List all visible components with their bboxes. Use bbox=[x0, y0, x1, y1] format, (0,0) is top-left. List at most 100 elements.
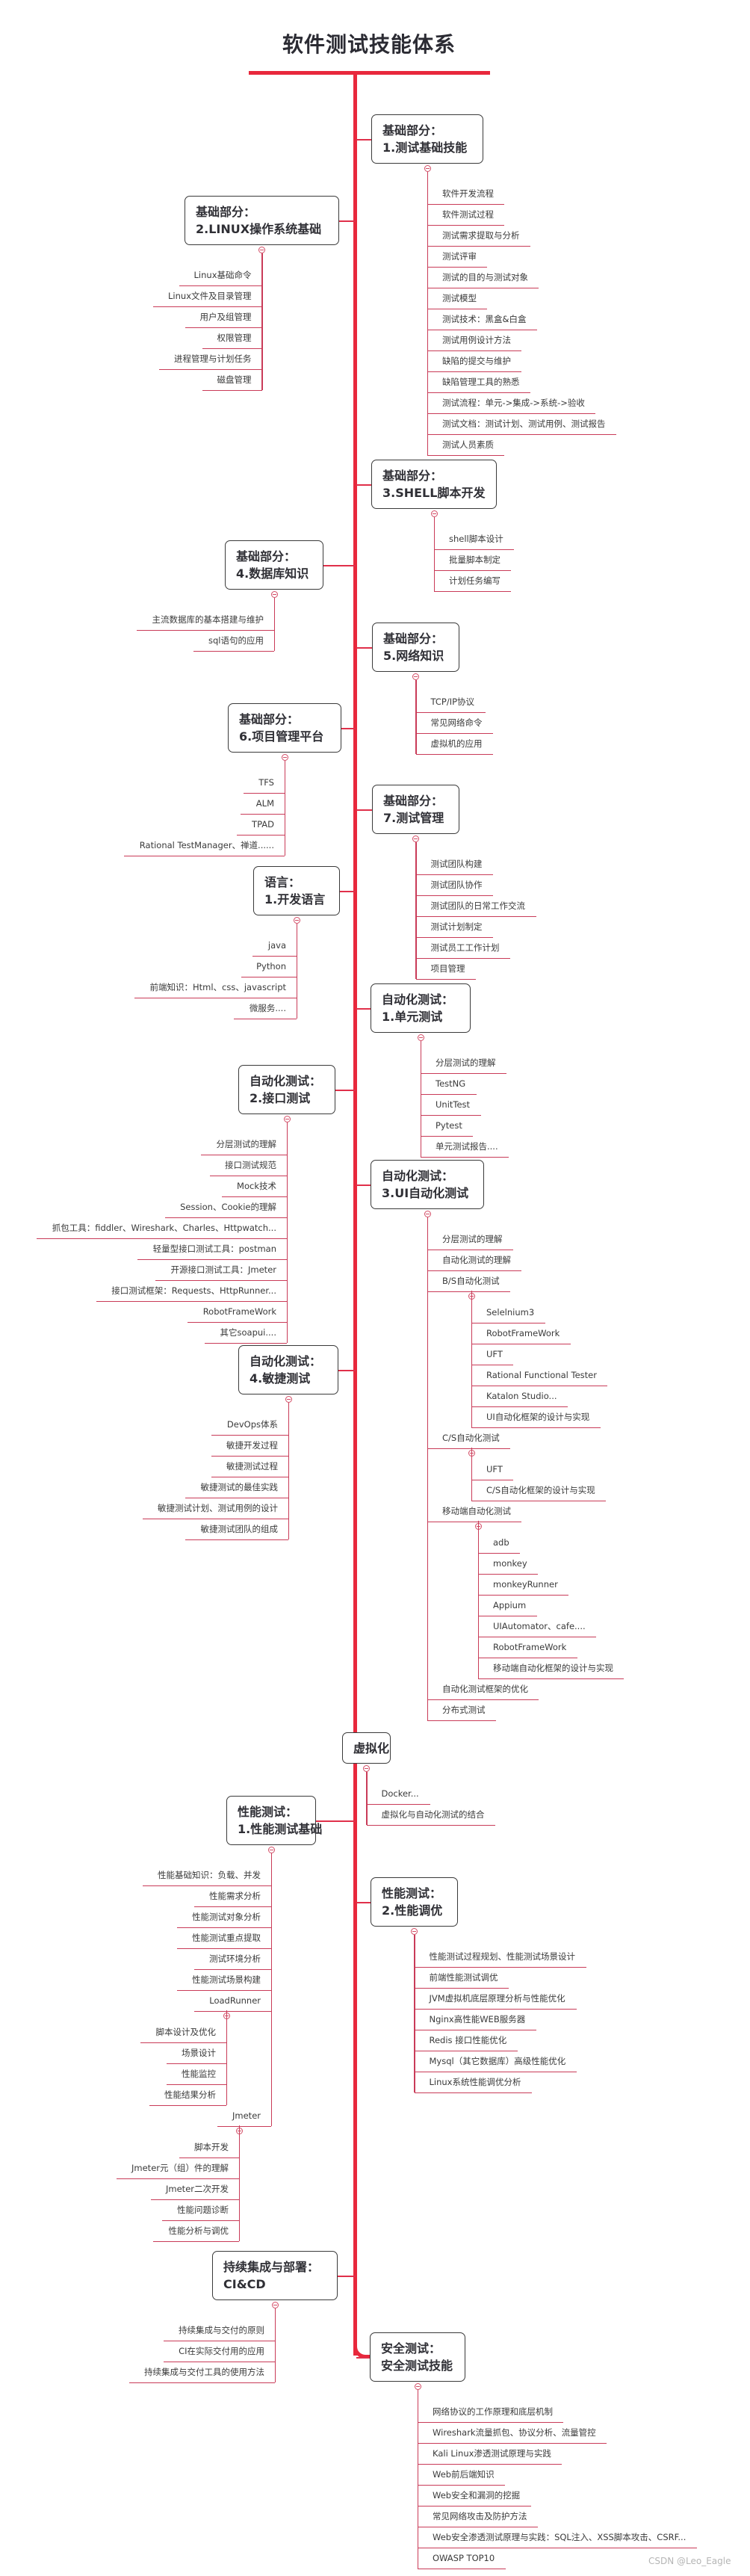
sub-list-item[interactable]: monkeyRunner bbox=[478, 1575, 568, 1596]
list-item[interactable]: Jmeter bbox=[217, 2106, 271, 2127]
topic-t10[interactable]: 自动化测试：2.接口测试 bbox=[238, 1065, 335, 1114]
list-item[interactable]: Session、Cookie的理解 bbox=[165, 1197, 287, 1218]
list-item[interactable]: 常见网络命令 bbox=[415, 713, 493, 734]
sub-list-item[interactable]: 性能结果分析 bbox=[149, 2085, 226, 2106]
list-item[interactable]: Web安全和漏洞的挖掘 bbox=[418, 2486, 531, 2506]
collapse-toggle-icon[interactable] bbox=[363, 1765, 370, 1772]
topic-t12[interactable]: 自动化测试：4.敏捷测试 bbox=[238, 1345, 338, 1394]
list-item[interactable]: 自动化测试的理解 bbox=[427, 1250, 521, 1271]
list-item[interactable]: 敏捷测试的最佳实践 bbox=[185, 1477, 288, 1498]
list-item[interactable]: TPAD bbox=[237, 815, 285, 835]
list-item[interactable]: 自动化测试框架的优化 bbox=[427, 1679, 539, 1700]
list-item[interactable]: 缺陷管理工具的熟悉 bbox=[427, 372, 530, 393]
collapse-toggle-icon[interactable] bbox=[283, 1116, 291, 1122]
list-item[interactable]: 软件开发流程 bbox=[427, 184, 504, 205]
topic-t7[interactable]: 基础部分：7.测试管理 bbox=[372, 785, 459, 834]
list-item[interactable]: 敏捷开发过程 bbox=[211, 1436, 288, 1457]
topic-t16[interactable]: 持续集成与部署：CI&CD bbox=[212, 2251, 338, 2300]
sub-list-item[interactable]: Katalon Studio... bbox=[471, 1386, 568, 1407]
topic-t17[interactable]: 安全测试：安全测试技能 bbox=[370, 2332, 465, 2382]
list-item[interactable]: LoadRunner bbox=[194, 1991, 271, 2012]
collapse-toggle-icon[interactable] bbox=[285, 1396, 292, 1403]
list-item[interactable]: 缺陷的提交与维护 bbox=[427, 351, 521, 372]
list-item[interactable]: 接口测试框架：Requests、HttpRunner... bbox=[96, 1281, 287, 1302]
collapse-toggle-icon[interactable] bbox=[271, 2302, 279, 2308]
list-item[interactable]: 移动端自动化测试 bbox=[427, 1501, 521, 1522]
list-item[interactable]: 测试文档：测试计划、测试用例、测试报告 bbox=[427, 414, 616, 435]
list-item[interactable]: 用户及组管理 bbox=[185, 307, 262, 328]
topic-t6[interactable]: 基础部分：6.项目管理平台 bbox=[228, 703, 341, 753]
list-item[interactable]: 主流数据库的基本搭建与维护 bbox=[137, 610, 274, 631]
sub-list-item[interactable]: C/S自动化框架的设计与实现 bbox=[471, 1480, 606, 1501]
list-item[interactable]: 接口测试规范 bbox=[210, 1155, 287, 1176]
collapse-toggle-icon[interactable] bbox=[258, 247, 265, 253]
collapse-toggle-icon[interactable] bbox=[281, 754, 288, 761]
list-item[interactable]: TFS bbox=[244, 773, 285, 794]
list-item[interactable]: B/S自动化测试 bbox=[427, 1271, 510, 1292]
list-item[interactable]: 单元测试报告.... bbox=[421, 1137, 509, 1158]
list-item[interactable]: 测试需求提取与分析 bbox=[427, 226, 530, 247]
list-item[interactable]: 其它soapui.... bbox=[205, 1323, 287, 1344]
list-item[interactable]: ALM bbox=[241, 794, 285, 815]
list-item[interactable]: CI在实际交付用的应用 bbox=[164, 2341, 275, 2362]
list-item[interactable]: 性能需求分析 bbox=[194, 1886, 271, 1907]
list-item[interactable]: 微服务.... bbox=[234, 998, 297, 1019]
sub-list-item[interactable]: Jmeter元（组）件的理解 bbox=[117, 2158, 239, 2179]
topic-t15[interactable]: 性能测试：2.性能调优 bbox=[371, 1877, 458, 1927]
list-item[interactable]: OWASP TOP10 bbox=[418, 2548, 506, 2569]
sub-list-item[interactable]: 性能分析与调优 bbox=[153, 2221, 239, 2242]
sub-list-item[interactable]: monkey bbox=[478, 1554, 538, 1575]
sub-list-item[interactable]: RobotFrameWork bbox=[478, 1637, 577, 1658]
list-item[interactable]: Pytest bbox=[421, 1116, 473, 1137]
list-item[interactable]: 测试员工工作计划 bbox=[415, 938, 510, 959]
list-item[interactable]: 测试模型 bbox=[427, 288, 487, 309]
topic-t4[interactable]: 基础部分：4.数据库知识 bbox=[225, 540, 323, 590]
sub-list-item[interactable]: 脚本开发 bbox=[179, 2137, 239, 2158]
list-item[interactable]: 性能基础知识：负载、并发 bbox=[143, 1865, 271, 1886]
list-item[interactable]: 网络协议的工作原理和底层机制 bbox=[418, 2402, 563, 2423]
topic-t1[interactable]: 基础部分：1.测试基础技能 bbox=[371, 114, 483, 164]
sub-list-item[interactable]: 脚本设计及优化 bbox=[140, 2022, 226, 2043]
topic-t5[interactable]: 基础部分：5.网络知识 bbox=[372, 623, 459, 672]
list-item[interactable]: 分布式测试 bbox=[427, 1700, 496, 1721]
list-item[interactable]: 分层测试的理解 bbox=[421, 1053, 506, 1074]
list-item[interactable]: Wireshark流量抓包、协议分析、流量管控 bbox=[418, 2423, 607, 2444]
collapse-toggle-icon[interactable] bbox=[424, 165, 431, 172]
collapse-toggle-icon[interactable] bbox=[430, 510, 438, 517]
list-item[interactable]: Linux系统性能调优分析 bbox=[414, 2072, 532, 2093]
list-item[interactable]: Web前后端知识 bbox=[418, 2465, 505, 2486]
list-item[interactable]: 测试团队构建 bbox=[415, 854, 493, 875]
sub-list-item[interactable]: Rational Functional Tester bbox=[471, 1365, 607, 1386]
list-item[interactable]: java bbox=[252, 936, 297, 957]
list-item[interactable]: Linux文件及目录管理 bbox=[152, 286, 262, 307]
list-item[interactable]: 前端性能测试调优 bbox=[414, 1968, 509, 1989]
list-item[interactable]: 测试的目的与测试对象 bbox=[427, 268, 539, 288]
list-item[interactable]: Kali Linux渗透测试原理与实践 bbox=[418, 2444, 562, 2465]
topic-t9[interactable]: 自动化测试：1.单元测试 bbox=[371, 983, 471, 1033]
collapse-toggle-icon[interactable] bbox=[293, 917, 300, 924]
list-item[interactable]: 前端知识：Html、css、javascript bbox=[134, 977, 297, 998]
list-item[interactable]: 敏捷测试过程 bbox=[211, 1457, 288, 1477]
sub-list-item[interactable]: 性能问题诊断 bbox=[162, 2200, 239, 2221]
topic-t13[interactable]: 虚拟化 bbox=[342, 1732, 391, 1764]
topic-t11[interactable]: 自动化测试：3.UI自动化测试 bbox=[371, 1160, 484, 1209]
list-item[interactable]: 开源接口测试工具：Jmeter bbox=[155, 1260, 287, 1281]
list-item[interactable]: 轻量型接口测试工具：postman bbox=[137, 1239, 287, 1260]
list-item[interactable]: 软件测试过程 bbox=[427, 205, 504, 226]
list-item[interactable]: 性能测试过程规划、性能测试场景设计 bbox=[414, 1947, 586, 1968]
list-item[interactable]: TCP/IP协议 bbox=[415, 692, 486, 713]
list-item[interactable]: Mysql（其它数据库）高级性能优化 bbox=[414, 2051, 577, 2072]
list-item[interactable]: 权限管理 bbox=[202, 328, 262, 349]
list-item[interactable]: 批量脚本制定 bbox=[434, 550, 511, 571]
collapse-toggle-icon[interactable] bbox=[270, 591, 278, 598]
sub-list-item[interactable]: 场景设计 bbox=[167, 2043, 226, 2064]
sub-list-item[interactable]: UFT bbox=[471, 1460, 513, 1480]
list-item[interactable]: C/S自动化测试 bbox=[427, 1428, 510, 1449]
list-item[interactable]: RobotFrameWork bbox=[188, 1302, 287, 1323]
list-item[interactable]: Mock技术 bbox=[222, 1176, 287, 1197]
collapse-toggle-icon[interactable] bbox=[414, 2383, 421, 2390]
list-item[interactable]: 测试环境分析 bbox=[194, 1949, 271, 1970]
list-item[interactable]: 持续集成与交付的原则 bbox=[164, 2320, 275, 2341]
list-item[interactable]: JVM虚拟机底层原理分析与性能优化 bbox=[414, 1989, 577, 2010]
list-item[interactable]: 敏捷测试计划、测试用例的设计 bbox=[143, 1498, 288, 1519]
